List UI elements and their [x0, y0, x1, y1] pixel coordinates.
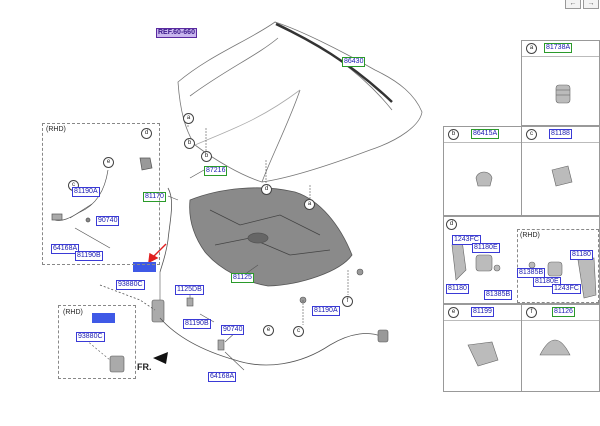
panel-c-81188-label[interactable]: 81188 — [549, 129, 572, 139]
callout-circle-c: c — [293, 326, 304, 337]
rhd-lower-title: (RHD) — [63, 309, 83, 316]
callout-circle-d: d — [261, 184, 272, 195]
rhd-lower-parts-drawing — [79, 334, 125, 373]
part-64168a-label[interactable]: 64168A — [208, 372, 237, 382]
front-direction-label: FR. — [137, 362, 152, 372]
panel-a: a 81738A — [521, 40, 600, 126]
callout-circle-b: b — [184, 138, 195, 149]
panel-d-rhd-81385b-label[interactable]: 81385B — [517, 268, 546, 278]
rhd-upper-circle-d: d — [141, 128, 152, 139]
part-86430-label[interactable]: 86430 — [342, 57, 366, 67]
panel-e-81199-label[interactable]: 81199 — [471, 307, 494, 317]
panel-e-circle: e — [448, 307, 459, 318]
part-87216-label[interactable]: 87216 — [204, 166, 228, 176]
panel-e-header: e 81199 — [444, 305, 521, 321]
panel-d-circle: d — [446, 219, 457, 230]
rhd-lower-93880c-label[interactable]: 93880C — [76, 332, 105, 342]
panel-d: d (RHD) — [443, 216, 600, 304]
weatherstrip-drawing — [275, 22, 393, 103]
rhd-upper-parts-drawing — [51, 157, 153, 249]
part-81190b-label[interactable]: 81190B — [183, 319, 211, 329]
rhd-upper-64168a-label[interactable]: 64168A — [51, 244, 80, 254]
part-81190a-label[interactable]: 81190A — [312, 306, 340, 316]
panel-d-1243fc-label[interactable]: 1243FC — [452, 235, 481, 245]
part-93880c-label[interactable]: 93880C — [116, 280, 145, 290]
panel-c-header: c 81188 — [522, 127, 599, 143]
panel-b-86415a-label[interactable]: 86415A — [471, 129, 500, 139]
ref-label[interactable]: REF.60-660 — [156, 28, 197, 38]
panel-d-rhd-81180-label[interactable]: 81180 — [570, 250, 593, 260]
part-81125-label[interactable]: 81125 — [231, 273, 254, 283]
panel-a-81738a-label[interactable]: 81738A — [544, 43, 573, 53]
rhd-lower-81130-selected-label[interactable]: 81130 — [92, 313, 115, 323]
release-cable-drawing — [99, 187, 386, 366]
panel-c-circle: c — [526, 129, 537, 140]
panel-f: f 81126 — [521, 304, 600, 392]
panel-d-rhd-1243fc-label[interactable]: 1243FC — [552, 284, 581, 294]
rhd-lower-detail-box: (RHD) — [58, 305, 136, 379]
callout-circle-a: a — [183, 113, 194, 124]
panel-d-rhd-81180e-label[interactable]: 81180E — [533, 277, 561, 287]
panel-b-circle: b — [448, 129, 459, 140]
rhd-upper-81190b-label[interactable]: 81190B — [75, 251, 103, 261]
rhd-upper-circle-e: e — [103, 157, 114, 168]
panel-d-81385b-label[interactable]: 81385B — [484, 290, 513, 300]
next-arrow-button[interactable]: → — [583, 0, 599, 9]
prev-arrow-button[interactable]: ← — [565, 0, 581, 9]
leader-lines — [159, 116, 349, 371]
panel-d-81180-label[interactable]: 81180 — [446, 284, 469, 294]
hood-panel-drawing — [177, 21, 423, 183]
panel-b-header: b 86415A — [444, 127, 521, 143]
panel-e: e 81199 — [443, 304, 522, 392]
panel-b: b 86415A — [443, 126, 522, 216]
panel-d-rhd-title: (RHD) — [520, 232, 540, 239]
panel-f-circle: f — [526, 307, 537, 318]
rhd-upper-title: (RHD) — [46, 126, 66, 133]
rhd-upper-detail-box: (RHD) — [42, 123, 160, 265]
rhd-upper-81190a-label[interactable]: 81190A — [72, 187, 100, 197]
part-81170-label[interactable]: 81170 — [143, 192, 166, 202]
part-90740-label[interactable]: 90740 — [221, 325, 245, 335]
panel-a-header: a 81738A — [522, 41, 599, 57]
callout-circle-e: e — [263, 325, 274, 336]
front-direction-arrow — [153, 352, 168, 364]
panel-d-81180e-label[interactable]: 81180E — [472, 243, 500, 253]
panel-f-header: f 81126 — [522, 305, 599, 321]
callout-circle-a: a — [304, 199, 315, 210]
panel-c: c 81188 — [521, 126, 600, 216]
callout-circle-f: f — [342, 296, 353, 307]
part-1125db-label[interactable]: 1125DB — [175, 285, 204, 295]
callout-circle-b: b — [201, 151, 212, 162]
panel-a-circle: a — [526, 43, 537, 54]
rhd-upper-90740-label[interactable]: 90740 — [96, 216, 120, 226]
part-81130-selected-label[interactable]: 81130 — [133, 262, 156, 272]
panel-d-rhd-box: (RHD) — [517, 229, 599, 303]
side-panel-parts-drawing — [451, 84, 597, 367]
panel-f-81126-label[interactable]: 81126 — [552, 307, 575, 317]
latch-assembly-drawing — [151, 297, 225, 351]
hood-insulator-drawing — [189, 187, 353, 287]
